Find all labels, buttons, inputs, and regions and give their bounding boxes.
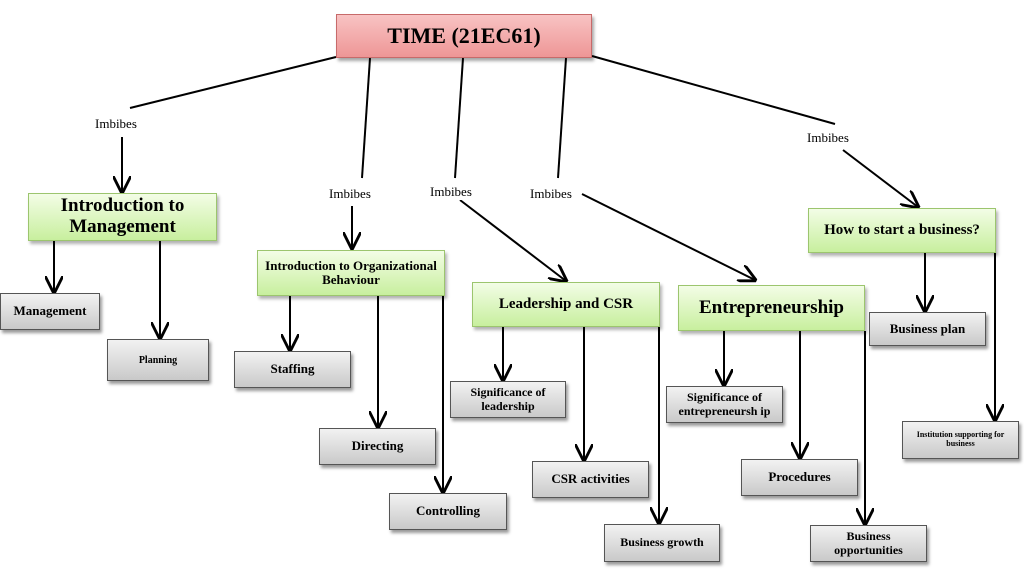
leaf-significance-of-entrepreneurship[interactable]: Significance of entrepreneursh ip: [666, 386, 783, 423]
leaf-controlling[interactable]: Controlling: [389, 493, 507, 530]
topic-how-to-start-a-business[interactable]: How to start a business?: [808, 208, 996, 253]
edge-label-imbibes: Imbibes: [95, 116, 137, 132]
leaf-business-plan[interactable]: Business plan: [869, 312, 986, 346]
edge-label-imbibes: Imbibes: [430, 184, 472, 200]
leaf-procedures[interactable]: Procedures: [741, 459, 858, 496]
leaf-significance-of-leadership[interactable]: Significance of leadership: [450, 381, 566, 418]
edge-label-imbibes: Imbibes: [530, 186, 572, 202]
edge-label-imbibes: Imbibes: [807, 130, 849, 146]
leaf-planning[interactable]: Planning: [107, 339, 209, 381]
topic-leadership-and-csr[interactable]: Leadership and CSR: [472, 282, 660, 327]
leaf-business-growth[interactable]: Business growth: [604, 524, 720, 562]
leaf-staffing[interactable]: Staffing: [234, 351, 351, 388]
leaf-management[interactable]: Management: [0, 293, 100, 330]
leaf-institution-supporting-for-business[interactable]: Institution supporting for business: [902, 421, 1019, 459]
root-node[interactable]: TIME (21EC61): [336, 14, 592, 58]
topic-entrepreneurship[interactable]: Entrepreneurship: [678, 285, 865, 331]
topic-introduction-to-management[interactable]: Introduction to Management: [28, 193, 217, 241]
edge-label-imbibes: Imbibes: [329, 186, 371, 202]
leaf-business-opportunities[interactable]: Business opportunities: [810, 525, 927, 562]
topic-organizational-behaviour[interactable]: Introduction to Organizational Behaviour: [257, 250, 445, 296]
leaf-directing[interactable]: Directing: [319, 428, 436, 465]
leaf-csr-activities[interactable]: CSR activities: [532, 461, 649, 498]
